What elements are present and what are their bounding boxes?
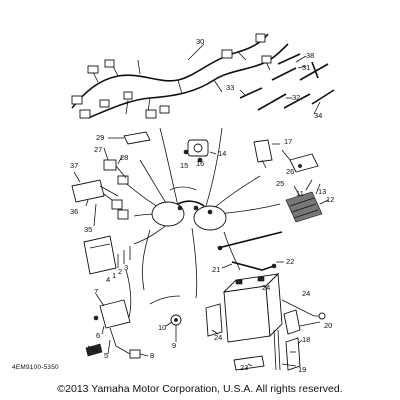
connector-block bbox=[87, 65, 99, 74]
label-part-2: 2 bbox=[118, 267, 122, 276]
leader-lines bbox=[85, 43, 329, 367]
label-part-13: 13 bbox=[318, 187, 326, 196]
label-part-38: 38 bbox=[306, 51, 314, 60]
label-part-23: 23 bbox=[240, 363, 248, 372]
label-part-32: 32 bbox=[292, 93, 300, 102]
label-part-1: 1 bbox=[112, 271, 116, 280]
connector-block bbox=[123, 91, 133, 100]
label-part-31: 31 bbox=[302, 63, 310, 72]
part-cdi-unit[interactable] bbox=[83, 235, 117, 275]
label-part-18: 18 bbox=[302, 335, 310, 344]
label-part-29: 29 bbox=[96, 133, 104, 142]
part-ignition-coil[interactable] bbox=[71, 179, 129, 220]
label-part-30: 30 bbox=[196, 37, 204, 46]
label-part-24b: 24 bbox=[302, 289, 310, 298]
label-part-21: 21 bbox=[212, 265, 220, 274]
connector-block bbox=[255, 33, 266, 43]
label-part-10: 10 bbox=[158, 323, 166, 332]
copyright-notice: ©2013 Yamaha Motor Corporation, U.S.A. A… bbox=[57, 383, 343, 395]
part-27-28-relay[interactable] bbox=[103, 159, 129, 185]
label-part-14: 14 bbox=[218, 149, 226, 158]
label-part-4: 4 bbox=[106, 275, 110, 284]
label-part-28: 28 bbox=[120, 153, 128, 162]
label-part-25: 25 bbox=[276, 179, 284, 188]
battery[interactable] bbox=[222, 272, 283, 343]
label-part-17: 17 bbox=[284, 137, 292, 146]
connector-block bbox=[99, 99, 110, 108]
label-part-20: 20 bbox=[324, 321, 332, 330]
part-17-fuse-holder[interactable] bbox=[253, 139, 273, 169]
connector-block bbox=[79, 109, 91, 119]
connector-block bbox=[261, 55, 272, 64]
label-part-19: 19 bbox=[298, 365, 306, 374]
label-part-27: 27 bbox=[94, 145, 102, 154]
label-part-16: 16 bbox=[196, 159, 204, 168]
label-part-5: 5 bbox=[104, 351, 108, 360]
harness-cluster[interactable] bbox=[151, 200, 227, 231]
part-29-cover[interactable] bbox=[123, 131, 151, 145]
part-14-starter-relay[interactable] bbox=[183, 139, 209, 163]
label-part-6: 6 bbox=[96, 331, 100, 340]
connector-block bbox=[104, 59, 115, 68]
label-part-24c: 24 bbox=[214, 333, 222, 342]
label-part-34: 34 bbox=[314, 111, 322, 120]
front-arrow-icon bbox=[85, 343, 103, 357]
battery-breather-hose[interactable] bbox=[273, 329, 281, 371]
label-part-8: 8 bbox=[150, 351, 154, 360]
label-part-15: 15 bbox=[180, 161, 188, 170]
part-flasher[interactable] bbox=[93, 299, 141, 359]
connector-block bbox=[71, 95, 83, 105]
label-part-3: 3 bbox=[124, 263, 128, 272]
connector-block bbox=[145, 109, 157, 119]
part-battery-cables[interactable] bbox=[217, 231, 283, 271]
diagram-code: 4EM9100-5350 bbox=[12, 364, 59, 371]
label-part-9: 9 bbox=[172, 341, 176, 350]
label-part-36: 36 bbox=[70, 207, 78, 216]
label-part-7: 7 bbox=[94, 287, 98, 296]
label-part-33: 33 bbox=[226, 83, 234, 92]
label-part-35: 35 bbox=[84, 225, 92, 234]
battery-strap[interactable] bbox=[281, 299, 326, 320]
part-sensor[interactable] bbox=[170, 314, 182, 336]
label-part-24a: 24 bbox=[262, 283, 270, 292]
wire-harness[interactable] bbox=[71, 33, 289, 119]
label-part-37: 37 bbox=[70, 161, 78, 170]
battery-pads[interactable] bbox=[205, 303, 301, 371]
label-part-26: 26 bbox=[286, 167, 294, 176]
label-part-22: 22 bbox=[286, 257, 294, 266]
label-part-11: 11 bbox=[296, 189, 304, 198]
label-part-12: 12 bbox=[326, 195, 334, 204]
cable-bands[interactable] bbox=[239, 53, 335, 111]
part-26-relay[interactable] bbox=[289, 153, 319, 173]
connector-block bbox=[159, 105, 170, 114]
part-small-bolts[interactable] bbox=[117, 246, 131, 268]
part-labels: 30 38 31 33 32 34 29 27 28 15 16 14 17 2… bbox=[70, 37, 334, 374]
connector-block bbox=[221, 49, 233, 59]
part-regulator[interactable] bbox=[285, 191, 323, 223]
